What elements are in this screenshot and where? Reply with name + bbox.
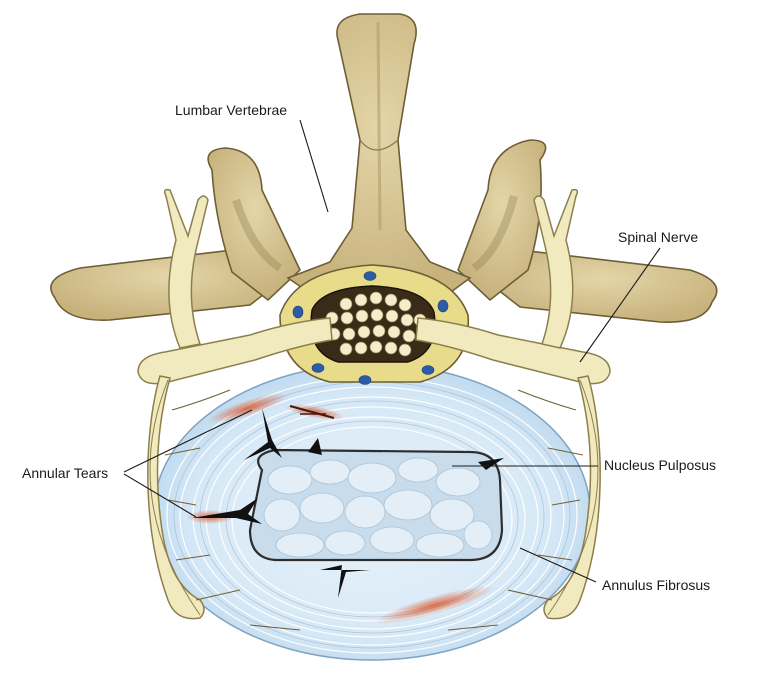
- tear-fissure-top-mid: [308, 438, 322, 455]
- nucleus-cells: [263, 457, 493, 558]
- nerve-branch-right-upper: [533, 188, 579, 349]
- nucleus-pulposus: [248, 448, 504, 562]
- nerve-branch-right-ventral: [543, 375, 601, 620]
- label-nucleus-pulposus: Nucleus Pulposus: [604, 457, 716, 473]
- tear-inflammation-bottom-right: [375, 585, 495, 625]
- tear-fissure-left: [192, 498, 262, 524]
- label-annular-tears-group: Annular Tears: [22, 409, 253, 518]
- annular-tears: [186, 392, 504, 625]
- label-spinal-nerve: Spinal Nerve: [618, 229, 698, 245]
- intervertebral-disc: [153, 363, 591, 661]
- label-annular-tears: Annular Tears: [22, 465, 108, 481]
- tear-fissure-bottom: [320, 565, 370, 598]
- label-annulus-fibrosus: Annulus Fibrosus: [602, 577, 710, 593]
- label-lumbar-vertebrae-group: Lumbar Vertebrae: [175, 102, 329, 213]
- tear-streak-top: [289, 404, 335, 420]
- spinal-nerve-right: [415, 317, 611, 385]
- tear-fissure-right: [478, 458, 504, 470]
- sinuvertebral-nerve-network: [164, 389, 584, 631]
- label-annulus-fibrosus-group: Annulus Fibrosus: [519, 547, 710, 593]
- spinal-nerves: [137, 188, 611, 620]
- epidural-vessels: [292, 271, 449, 385]
- label-lumbar-vertebrae: Lumbar Vertebrae: [175, 102, 287, 118]
- tear-inflammation-top: [207, 392, 289, 424]
- tear-fissure-top: [244, 408, 282, 460]
- nerve-branch-left-upper: [163, 188, 209, 349]
- articular-process-left: [207, 147, 301, 302]
- label-nucleus-pulposus-group: Nucleus Pulposus: [452, 457, 716, 473]
- spinal-nerve-left: [137, 317, 333, 385]
- lumbar-vertebra: [50, 13, 718, 385]
- label-spinal-nerve-group: Spinal Nerve: [579, 229, 698, 363]
